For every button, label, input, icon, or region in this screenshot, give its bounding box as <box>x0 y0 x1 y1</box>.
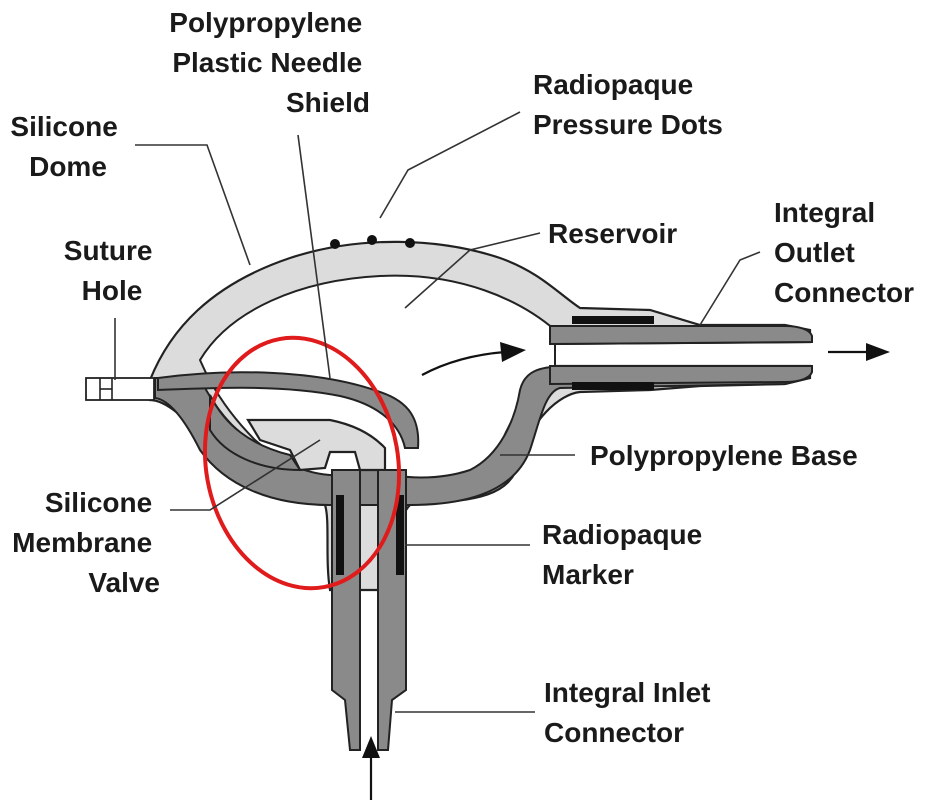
device-drawing <box>86 235 812 750</box>
pressure-dot <box>405 238 415 248</box>
label-polypropylene-base: Polypropylene Base <box>590 440 858 471</box>
outlet-marker-bottom <box>572 382 654 390</box>
suture-hole-tab <box>86 378 154 400</box>
label-outlet-connector: Integral Outlet Connector <box>774 197 914 308</box>
label-reservoir: Reservoir <box>548 218 677 249</box>
label-radiopaque-marker: Radiopaque Marker <box>542 519 710 590</box>
label-silicone-dome: Silicone Dome <box>10 111 125 182</box>
outlet-marker-top <box>572 316 654 324</box>
pressure-dot <box>367 235 377 245</box>
arrow-icon <box>866 343 890 361</box>
label-inlet-connector: Integral Inlet Connector <box>544 677 718 748</box>
label-pressure-dots: Radiopaque Pressure Dots <box>533 69 723 140</box>
outlet-tube-lower <box>550 366 812 384</box>
outlet-tube-upper <box>550 326 812 344</box>
label-suture-hole: Suture Hole <box>64 235 160 306</box>
inlet-marker-left <box>336 495 344 575</box>
label-membrane-valve: Silicone Membrane Valve <box>12 487 160 598</box>
pressure-dot <box>330 239 340 249</box>
label-needle-shield: Polypropylene Plastic Needle Shield <box>169 7 370 118</box>
